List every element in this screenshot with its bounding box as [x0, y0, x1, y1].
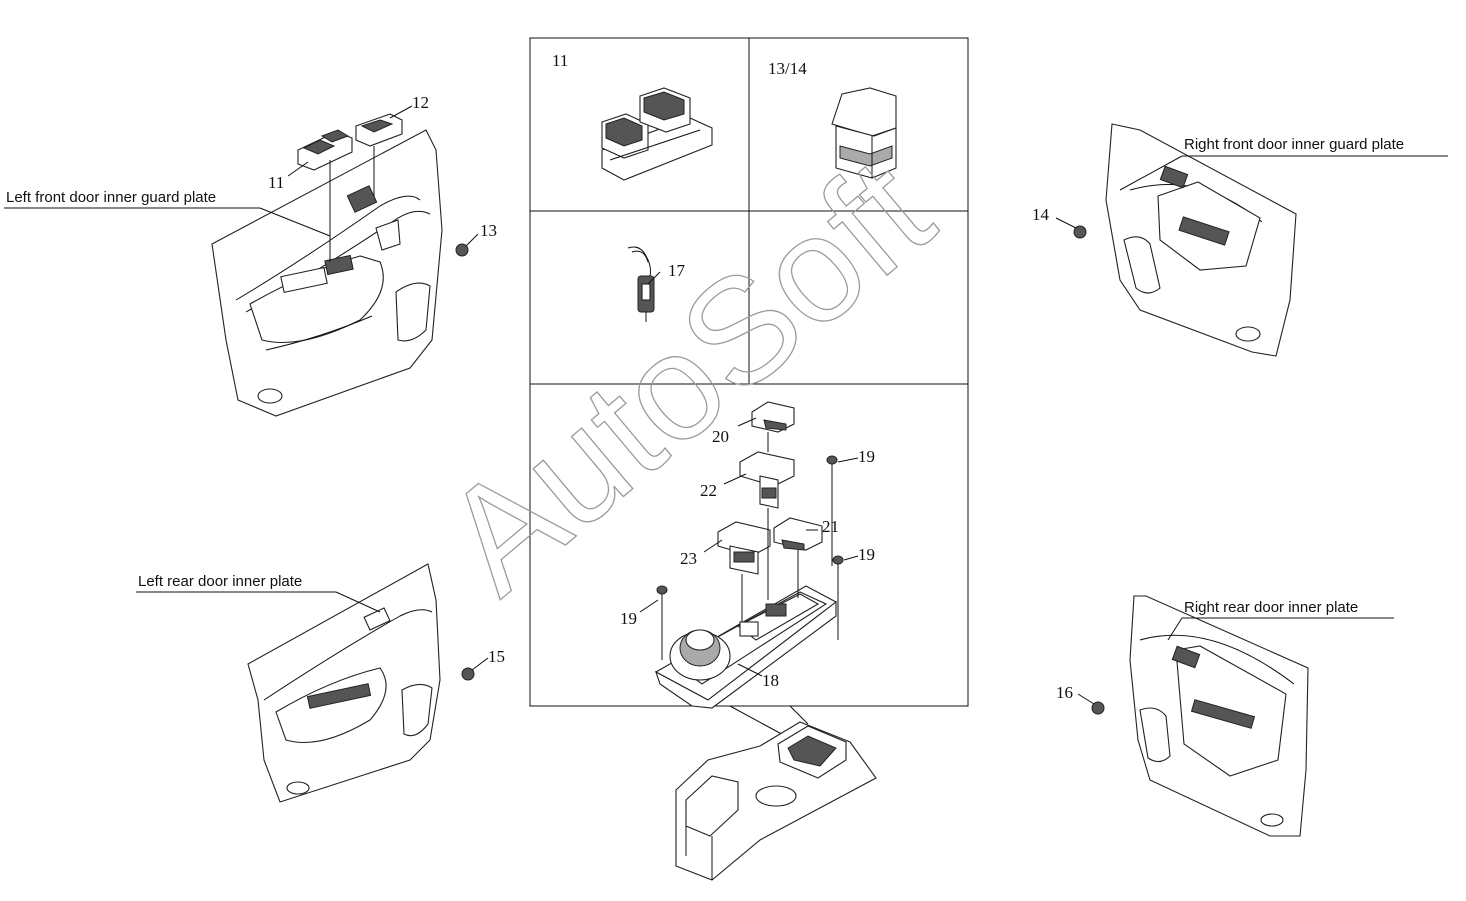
console-switch-assembly [654, 401, 844, 709]
label-right-rear-door: Right rear door inner plate [1184, 599, 1358, 616]
callout-17: 17 [668, 261, 686, 280]
screw-19-mid [832, 555, 844, 580]
detail-grid [529, 37, 969, 707]
callout-11: 11 [268, 173, 284, 192]
right-rear-door-panel [1091, 595, 1309, 837]
screw-19-top [826, 455, 838, 480]
callout-21: 21 [822, 517, 839, 536]
callout-22: 22 [700, 481, 717, 500]
screw-19-left [656, 585, 668, 608]
callout-12: 12 [412, 93, 429, 112]
center-console [675, 705, 877, 881]
callout-20: 20 [712, 427, 729, 446]
callout-18: 18 [762, 671, 779, 690]
callout-19-mid: 19 [858, 545, 875, 564]
wire-connector [627, 246, 655, 322]
box-label-11: 11 [552, 51, 568, 70]
label-left-front-door: Left front door inner guard plate [6, 189, 216, 206]
callout-23: 23 [680, 549, 697, 568]
window-switch-single [831, 87, 897, 179]
label-left-rear-door: Left rear door inner plate [138, 573, 302, 590]
callout-16: 16 [1056, 683, 1073, 702]
leader-lines [4, 105, 1448, 705]
callout-15: 15 [488, 647, 505, 666]
box-label-13-14: 13/14 [768, 59, 807, 78]
callout-13: 13 [480, 221, 497, 240]
right-front-door-panel [1073, 123, 1297, 357]
label-right-front-door: Right front door inner guard plate [1184, 136, 1404, 153]
window-switch-master [601, 87, 713, 181]
left-front-door-panel [211, 113, 469, 417]
callout-19-left: 19 [620, 609, 637, 628]
callout-14: 14 [1032, 205, 1050, 224]
left-rear-door-panel [247, 563, 475, 803]
callout-19-top: 19 [858, 447, 875, 466]
